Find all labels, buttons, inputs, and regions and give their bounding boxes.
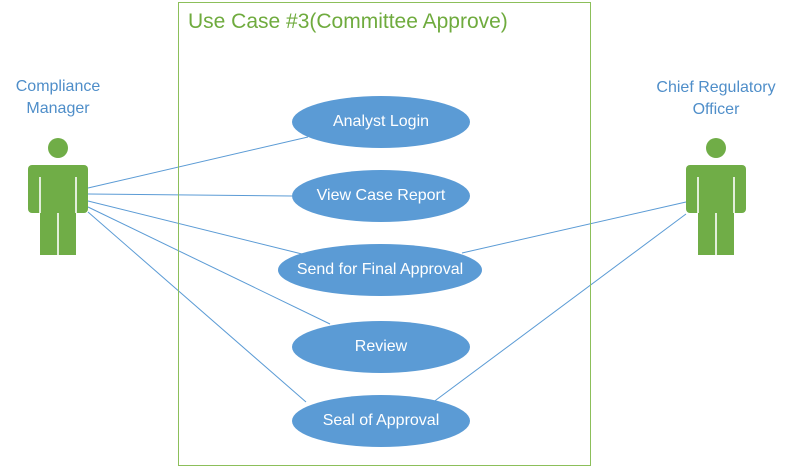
use-case-view-case-report[interactable]: View Case Report bbox=[292, 170, 470, 222]
system-boundary bbox=[178, 2, 591, 466]
association-line-seal bbox=[87, 211, 307, 403]
association-line-officer-send bbox=[461, 201, 687, 254]
use-case-review[interactable]: Review bbox=[292, 321, 470, 373]
use-case-send-for-final-approval[interactable]: Send for Final Approval bbox=[278, 244, 482, 296]
association-line-send-approval bbox=[87, 200, 303, 255]
association-line-review bbox=[87, 206, 331, 325]
association-line-login bbox=[87, 136, 309, 189]
association-line-officer-seal bbox=[431, 213, 687, 404]
actor-label-right-line2: Officer bbox=[692, 101, 740, 118]
use-case-analyst-login[interactable]: Analyst Login bbox=[292, 96, 470, 148]
actor-label-left-line1: Compliance bbox=[15, 78, 101, 95]
actor-label-left: Compliance Manager bbox=[8, 76, 108, 120]
use-case-seal-of-approval[interactable]: Seal of Approval bbox=[292, 395, 470, 447]
actor-label-right: Chief Regulatory Officer bbox=[636, 77, 796, 121]
actor-label-right-line1: Chief Regulatory bbox=[656, 79, 776, 96]
actor-icon-compliance-manager bbox=[28, 138, 88, 255]
actor-label-left-line2: Manager bbox=[26, 100, 90, 117]
association-line-view-report bbox=[87, 193, 293, 197]
boundary-title: Use Case #3(Committee Approve) bbox=[188, 10, 508, 33]
